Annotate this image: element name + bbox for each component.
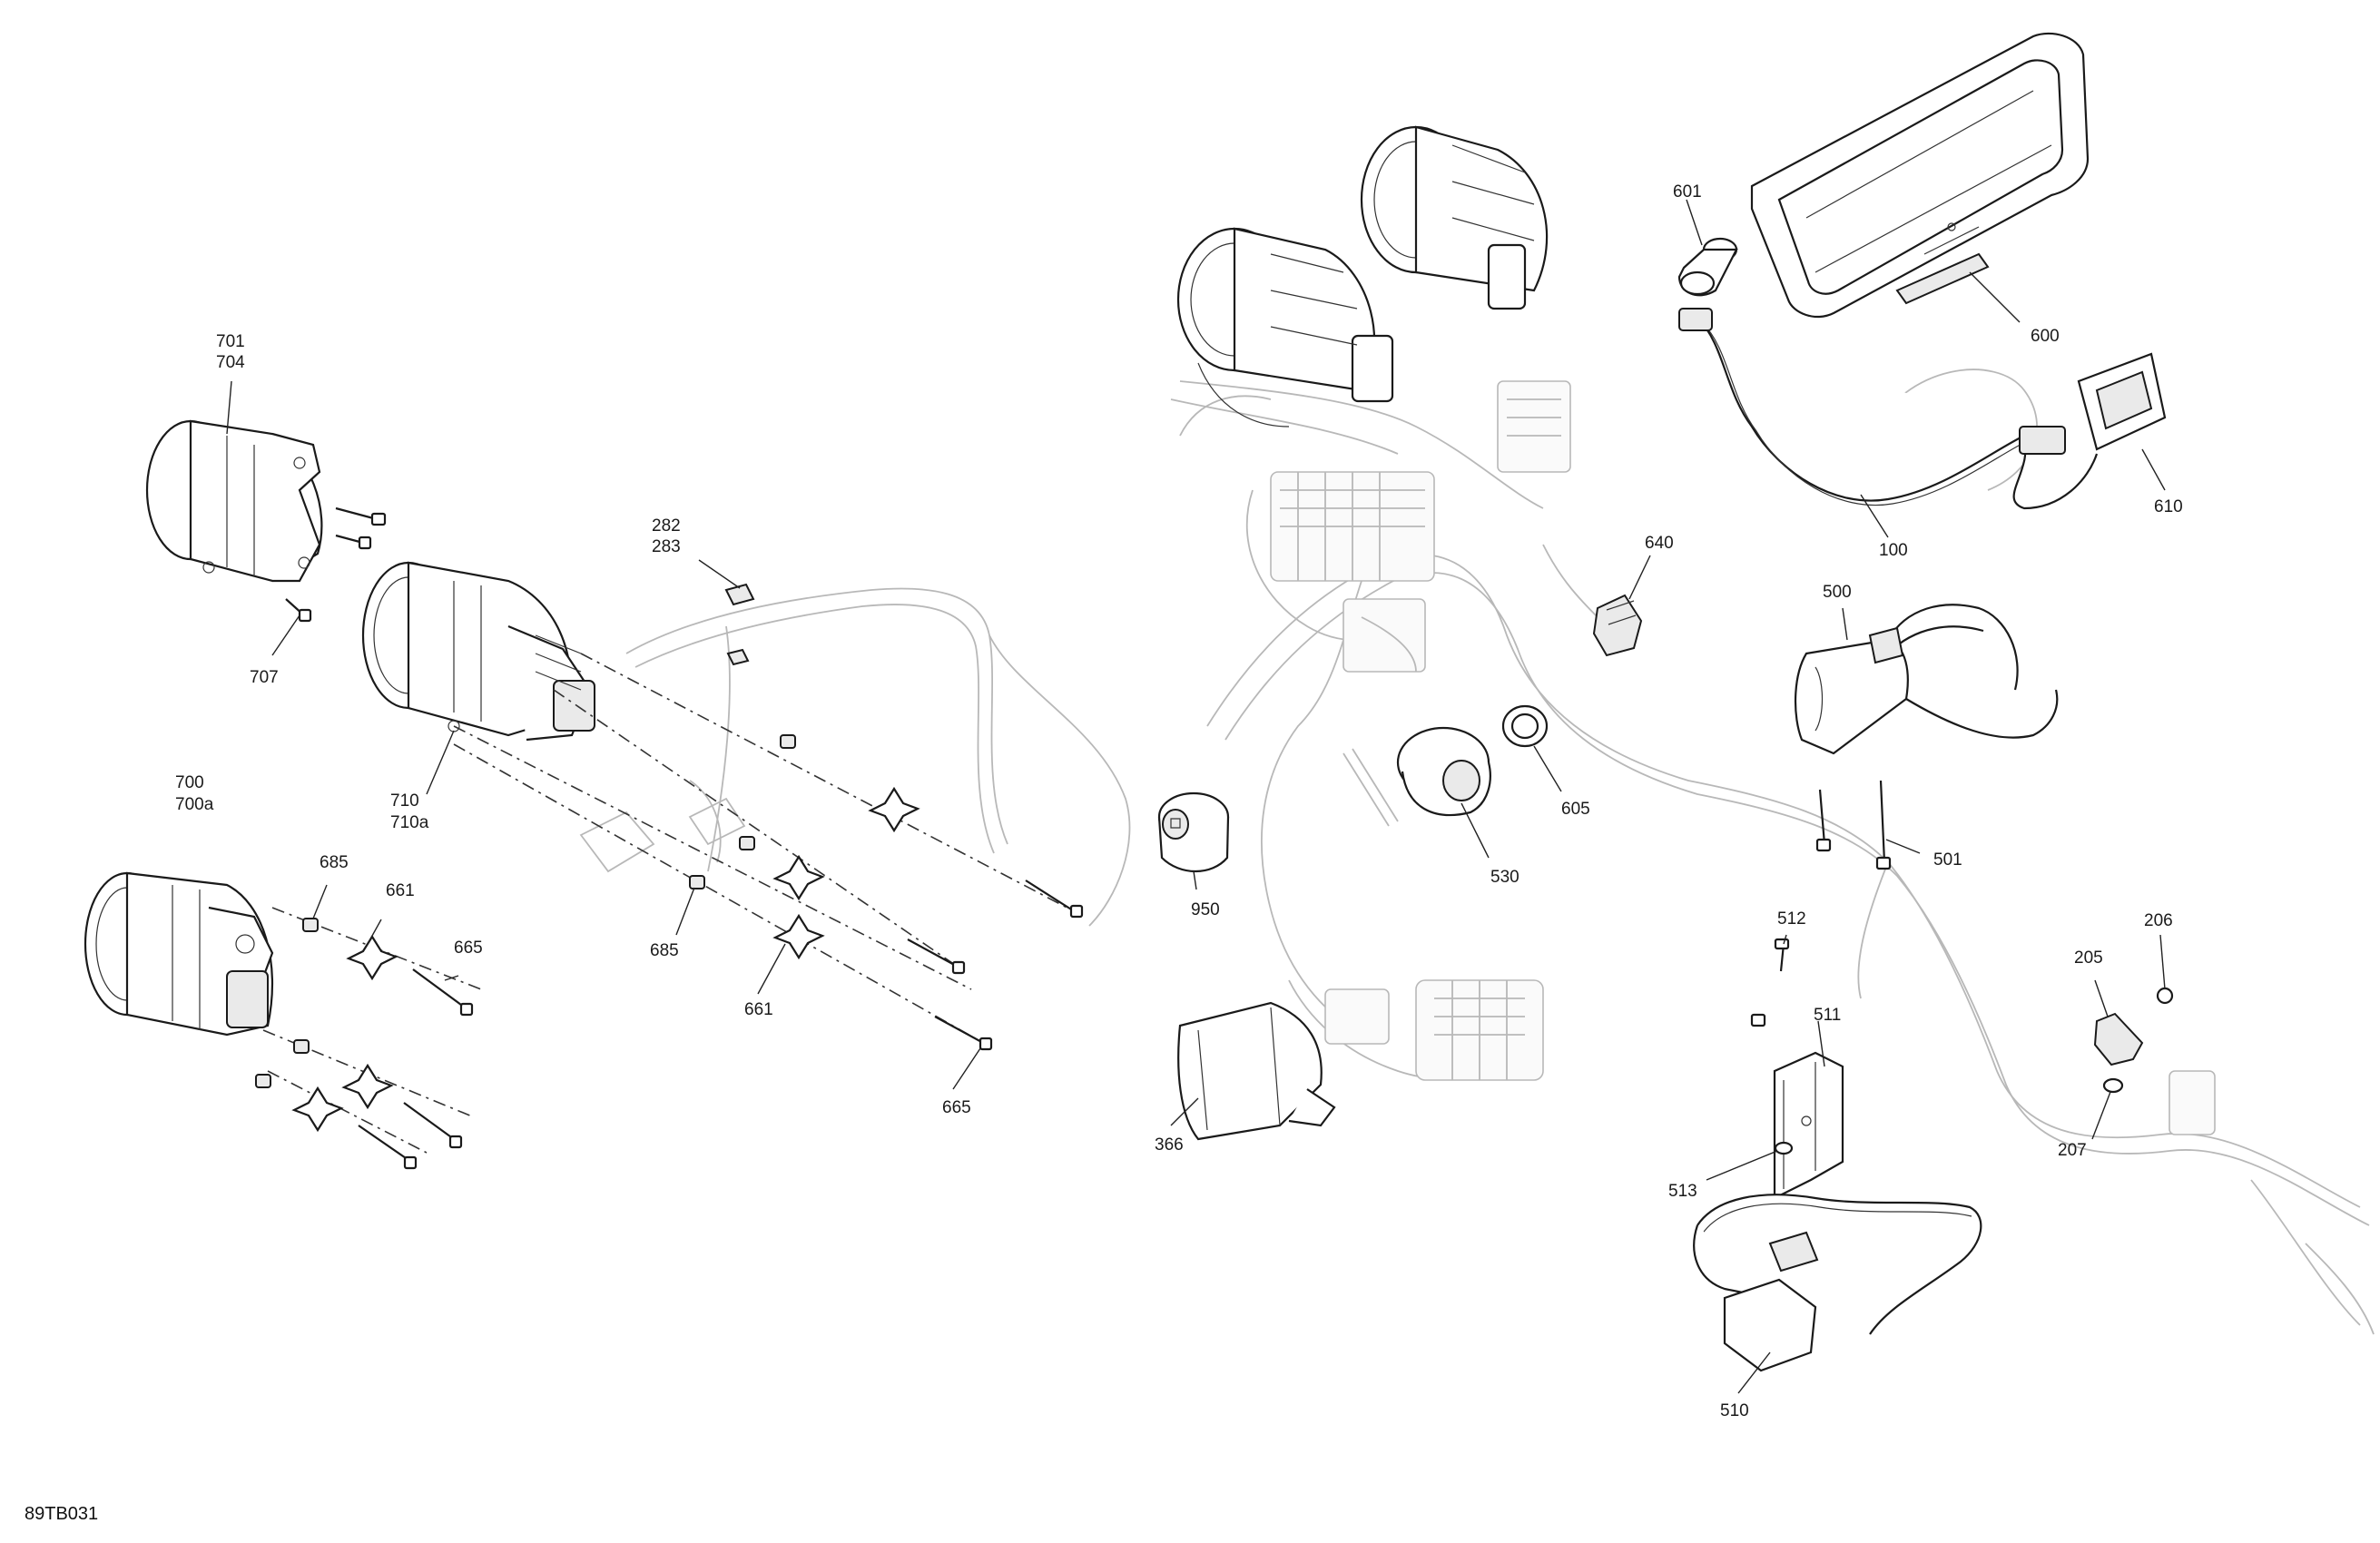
callout-501: 501 bbox=[1933, 850, 1962, 870]
callout-701: 701 bbox=[216, 332, 245, 351]
callout-700a: 700a bbox=[175, 795, 214, 814]
callout-640: 640 bbox=[1645, 534, 1674, 553]
callout-283: 283 bbox=[652, 537, 681, 556]
hardware-left bbox=[255, 907, 482, 1170]
screws-501 bbox=[1815, 780, 1892, 870]
dial-530 bbox=[1396, 726, 1491, 817]
washer-513 bbox=[1774, 1141, 1794, 1155]
handlebar-control-500 bbox=[1794, 604, 2059, 755]
ferrite-601 bbox=[1677, 237, 1738, 297]
cable-100 bbox=[1678, 308, 2099, 510]
callout-605: 605 bbox=[1561, 800, 1590, 819]
leader-lines bbox=[226, 199, 2166, 1394]
clips-282-283 bbox=[724, 583, 755, 666]
holder-366 bbox=[1177, 1001, 1336, 1141]
callout-530: 530 bbox=[1490, 868, 1519, 887]
display-cluster-600 bbox=[1750, 32, 2090, 318]
callout-685-left: 685 bbox=[320, 853, 349, 872]
bracket-511 bbox=[1773, 1051, 1844, 1200]
callout-205: 205 bbox=[2074, 948, 2103, 968]
washer-207 bbox=[2102, 1077, 2124, 1094]
callout-707: 707 bbox=[250, 668, 279, 687]
callout-513: 513 bbox=[1668, 1182, 1697, 1201]
callout-700: 700 bbox=[175, 773, 204, 792]
screws-701 bbox=[285, 506, 387, 623]
callout-710: 710 bbox=[390, 791, 419, 811]
handle-510 bbox=[1693, 1194, 1982, 1372]
wiring-harness-ghost bbox=[579, 369, 2375, 1335]
callout-661-left: 661 bbox=[386, 881, 415, 900]
callout-710a: 710a bbox=[390, 813, 429, 832]
rocker-switch-610 bbox=[2077, 352, 2167, 451]
ring-605 bbox=[1501, 704, 1549, 748]
callout-510: 510 bbox=[1720, 1401, 1749, 1420]
callout-950: 950 bbox=[1191, 900, 1220, 919]
headlight-710 bbox=[361, 561, 595, 742]
callout-511: 511 bbox=[1814, 1006, 1841, 1025]
headlight-700 bbox=[84, 871, 274, 1037]
callout-207: 207 bbox=[2058, 1141, 2087, 1160]
callout-512: 512 bbox=[1777, 909, 1806, 929]
callout-704: 704 bbox=[216, 353, 245, 372]
callout-661-center: 661 bbox=[744, 1000, 773, 1019]
callout-206: 206 bbox=[2144, 911, 2173, 930]
callout-601: 601 bbox=[1673, 182, 1702, 201]
screw-206 bbox=[2156, 987, 2174, 1005]
callout-100: 100 bbox=[1879, 541, 1908, 560]
callout-282: 282 bbox=[652, 516, 681, 536]
figure-code: 89TB031 bbox=[25, 1504, 98, 1524]
headlight-assembly-ghost bbox=[1176, 125, 1549, 428]
callout-600: 600 bbox=[2031, 327, 2060, 346]
callout-665-left: 665 bbox=[454, 939, 483, 958]
power-socket-950 bbox=[1157, 791, 1230, 873]
callout-labels: 701 704 707 700 700a 710 710a 282 283 68… bbox=[175, 182, 2183, 1420]
screw-512 bbox=[1750, 938, 1790, 1027]
callout-500: 500 bbox=[1823, 583, 1852, 602]
hardware-center bbox=[453, 653, 1084, 1051]
callout-366: 366 bbox=[1155, 1135, 1184, 1155]
callout-665-center: 665 bbox=[942, 1098, 971, 1117]
clamp-205 bbox=[2093, 1012, 2144, 1066]
callout-610: 610 bbox=[2154, 497, 2183, 516]
callout-685-center: 685 bbox=[650, 941, 679, 960]
headlight-housing-701 bbox=[145, 419, 323, 583]
connector-640 bbox=[1592, 594, 1643, 657]
